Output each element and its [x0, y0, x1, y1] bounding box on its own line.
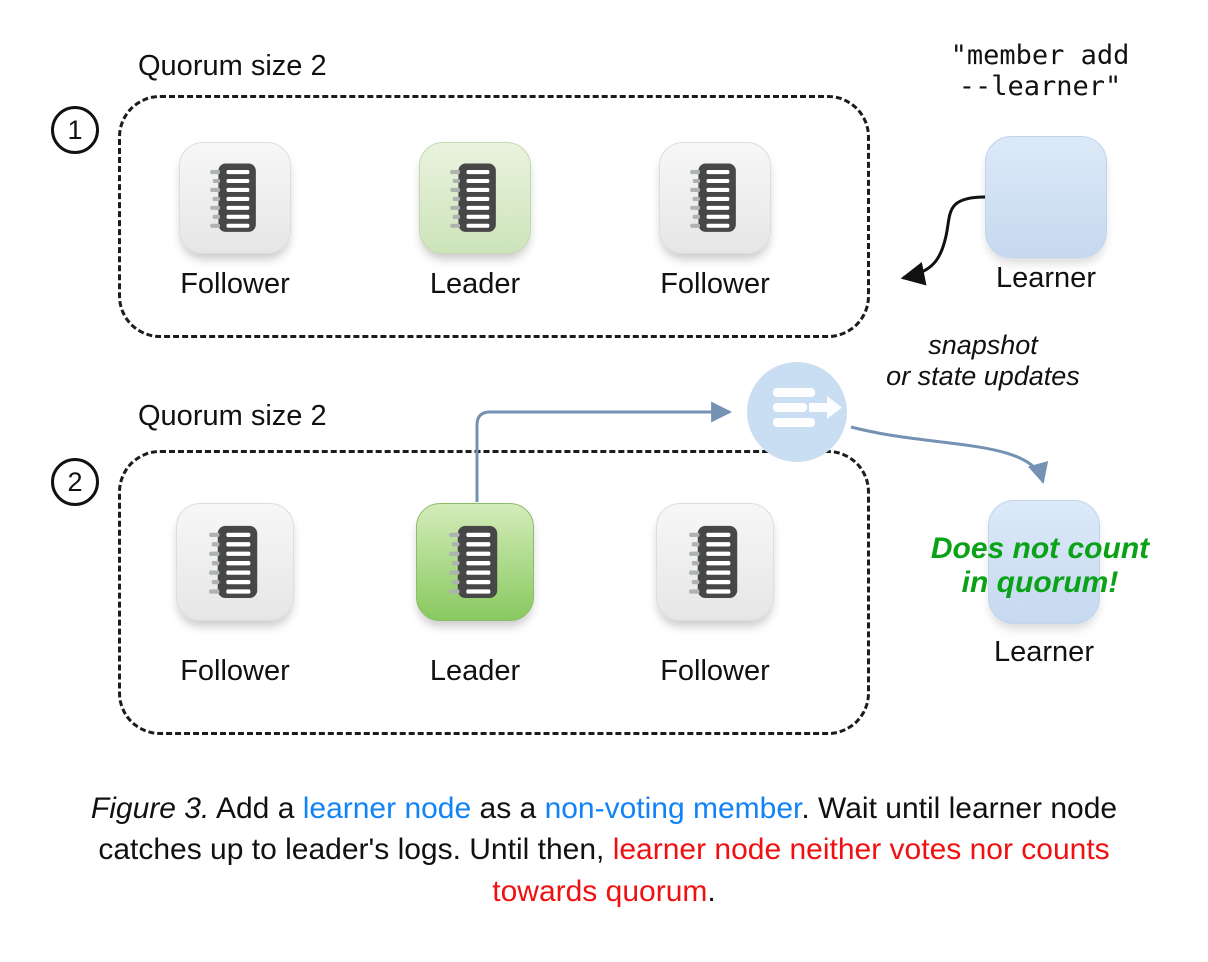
log-list-icon [432, 519, 518, 605]
node-leader-1 [419, 142, 531, 254]
node-follower-2a [176, 503, 294, 621]
learner-box-1 [985, 136, 1107, 258]
log-list-icon [434, 157, 515, 238]
node-follower-2b [656, 503, 774, 621]
transfer-label: snapshot or state updates [886, 330, 1080, 391]
quorum-label-2: Quorum size 2 [138, 400, 327, 432]
node-label: Follower [180, 655, 290, 687]
node-label: Leader [429, 655, 521, 687]
node-leader-2 [416, 503, 534, 621]
learner-quorum-note: Does not count in quorum! [930, 532, 1150, 599]
quorum-label-1: Quorum size 2 [138, 50, 327, 82]
caption-nonvoting-highlight: non-voting member [544, 792, 802, 825]
caption-text: . [707, 874, 716, 908]
figure-caption: Figure 3. Add a learner node as a non-vo… [62, 788, 1146, 912]
node-label: Follower [660, 268, 770, 300]
caption-learner-node-highlight: learner node [302, 792, 472, 825]
step-2-number: 2 [67, 466, 83, 497]
node-follower-1b [659, 142, 771, 254]
snapshot-transfer-icon [745, 360, 849, 469]
node-label: Follower [180, 268, 290, 300]
caption-text: Add a [209, 792, 303, 825]
log-list-icon [192, 519, 278, 605]
caption-text: as a [471, 792, 545, 825]
log-list-icon [672, 519, 758, 605]
node-label: Follower [660, 655, 770, 687]
caption-figure-number: Figure 3. [90, 792, 210, 825]
learner-label-2: Learner [994, 636, 1094, 668]
node-label: Leader [429, 268, 521, 300]
step-2-badge: 2 [51, 458, 99, 506]
member-add-command: "member add --learner" [950, 40, 1130, 102]
catchup-arrow [850, 425, 1049, 485]
caption-text: . Wait until learner node catches up to … [98, 792, 1118, 867]
learner-label-1: Learner [996, 262, 1096, 294]
node-follower-1a [179, 142, 291, 254]
log-list-icon [194, 157, 275, 238]
step-1-badge: 1 [51, 106, 99, 154]
caption-warning-highlight: learner node neither votes nor counts to… [492, 833, 1110, 908]
cluster-box-1 [118, 95, 870, 338]
learner-box-2 [988, 500, 1100, 624]
step-1-number: 1 [67, 114, 83, 145]
log-list-icon [674, 157, 755, 238]
